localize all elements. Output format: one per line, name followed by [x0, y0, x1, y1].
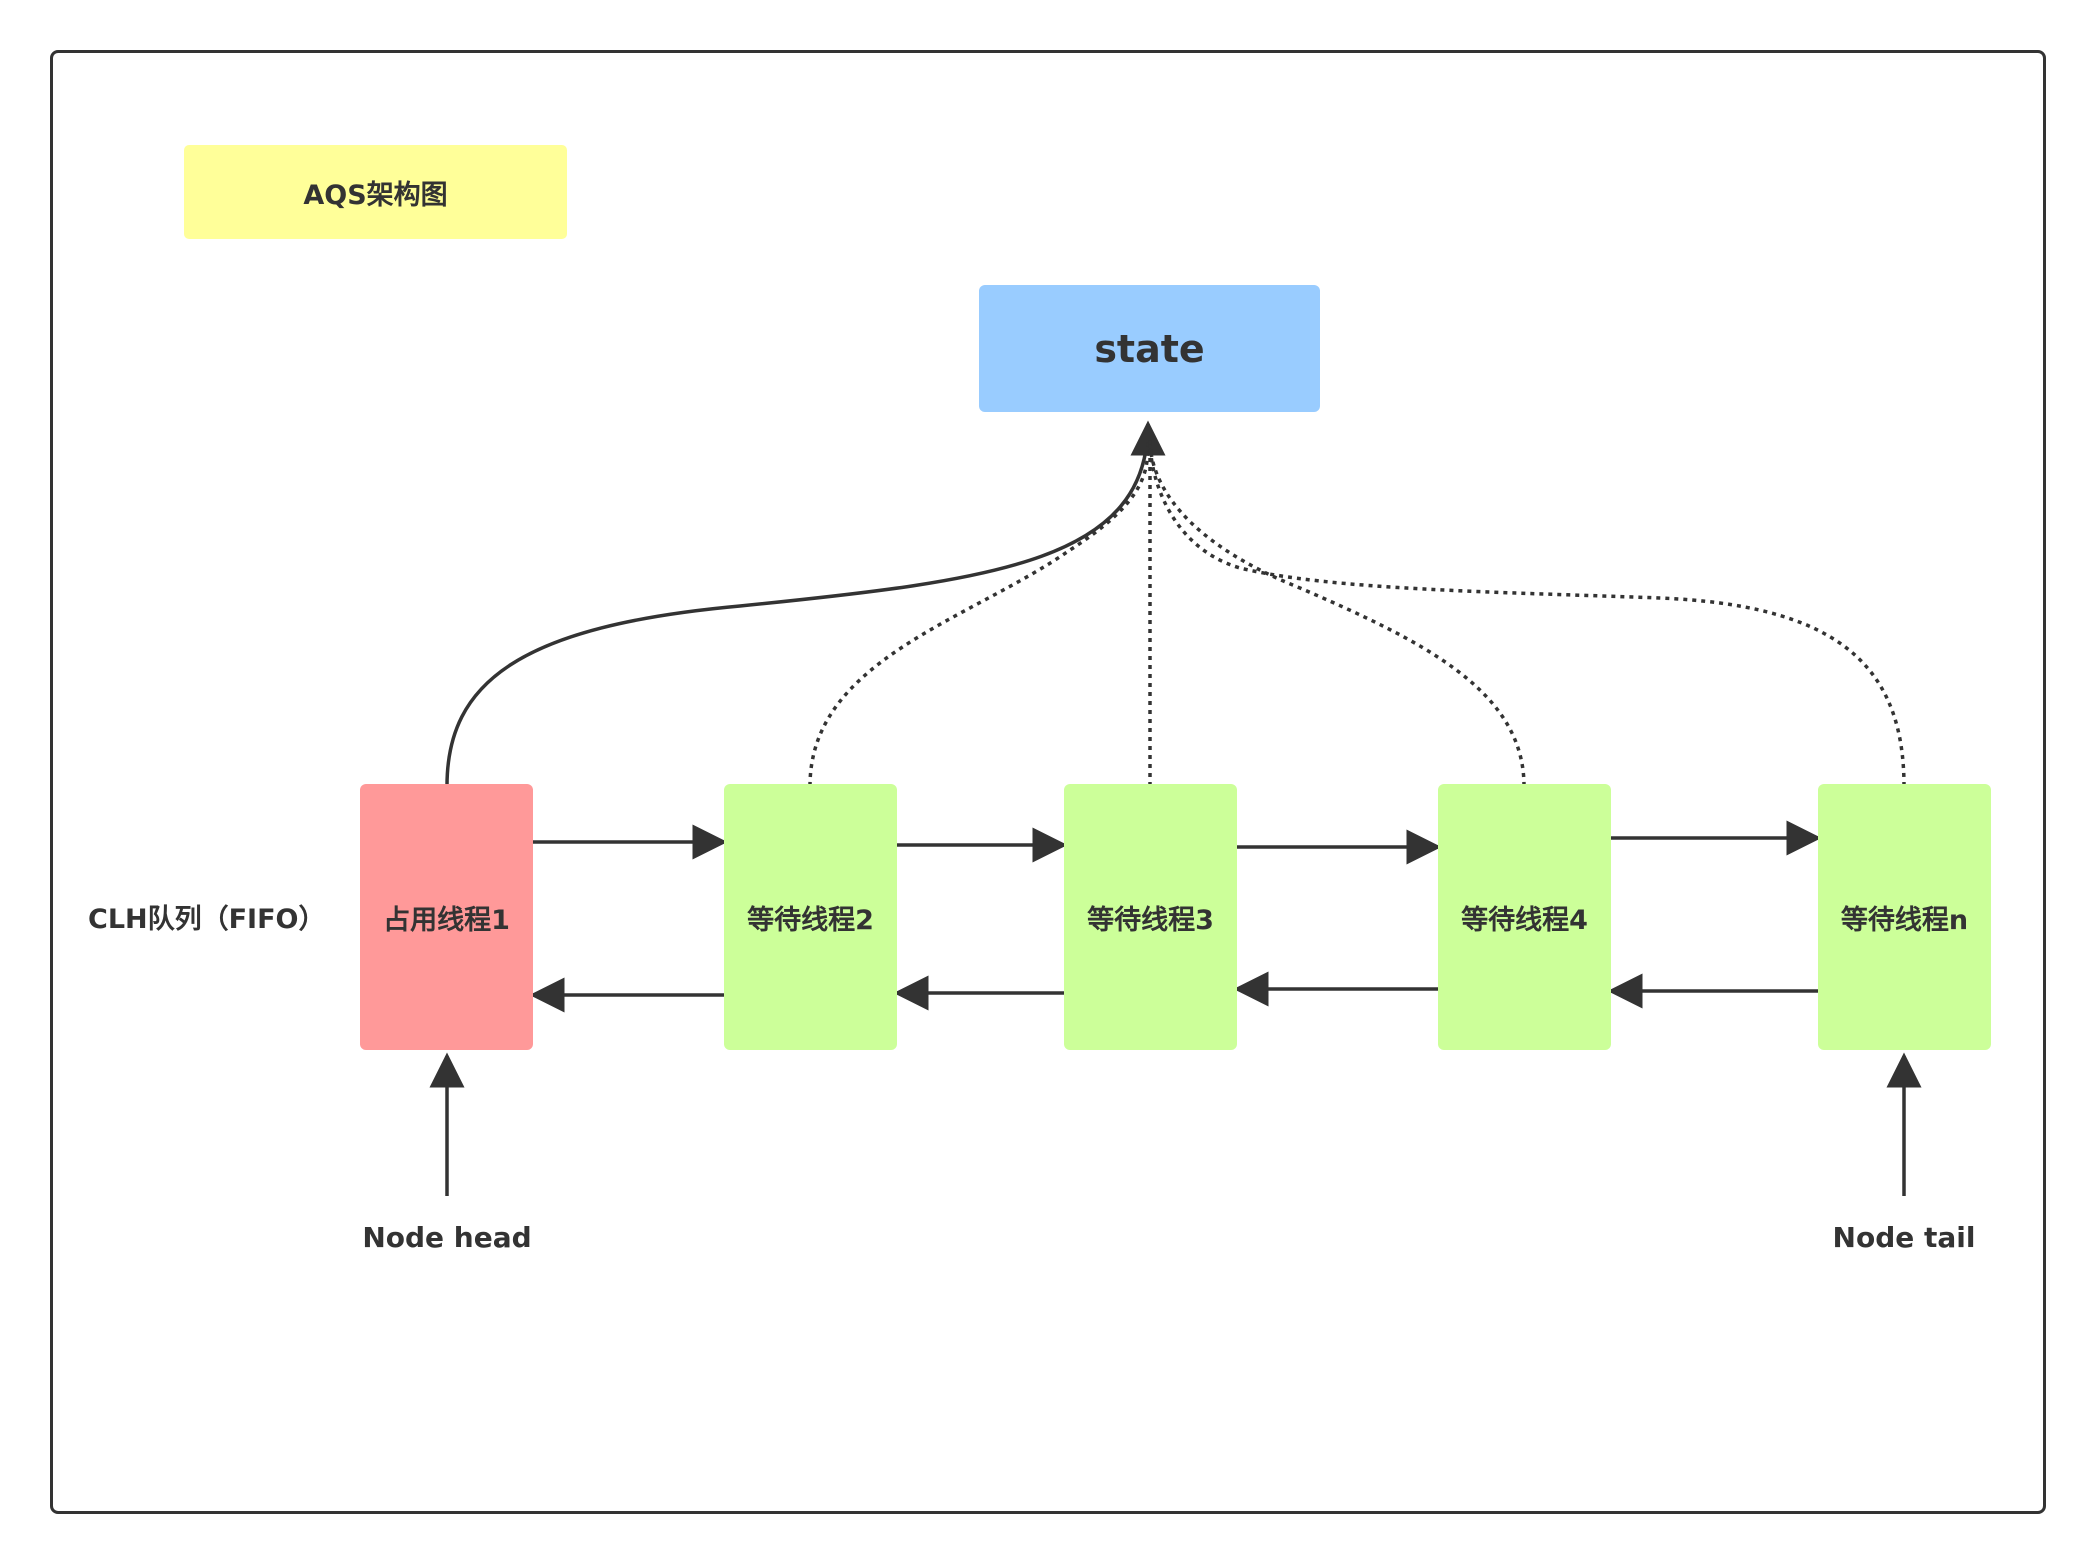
clh-queue-label: CLH队列（FIFO） [88, 904, 326, 935]
waitern-to-state-line [1148, 439, 1906, 787]
diagram-frame [50, 50, 2046, 1514]
state-box: state [979, 285, 1320, 412]
thread-node-4: 等待线程4 [1438, 784, 1611, 1050]
thread-node-2-label: 等待线程2 [747, 904, 874, 936]
thread-node-n-label: 等待线程n [1840, 904, 1969, 936]
thread-node-4-label: 等待线程4 [1461, 904, 1588, 936]
waiter4-to-state-line [1148, 439, 1526, 787]
thread-node-3-label: 等待线程3 [1087, 904, 1214, 936]
diagram-title-text: AQS架构图 [303, 179, 448, 211]
thread-node-n: 等待线程n [1818, 784, 1991, 1050]
thread-node-1: 占用线程1 [360, 784, 533, 1050]
waiter2-to-state-line [808, 439, 1150, 787]
thread-node-1-label: 占用线程1 [383, 904, 510, 936]
state-label: state [1094, 326, 1205, 371]
thread-node-2: 等待线程2 [724, 784, 897, 1050]
holder-to-state-line [445, 420, 1166, 787]
thread-node-3: 等待线程3 [1064, 784, 1237, 1050]
node-tail-label: Node tail [1832, 1221, 1976, 1254]
node-head-label: Node head [362, 1221, 532, 1254]
diagram-title: AQS架构图 [184, 145, 567, 239]
